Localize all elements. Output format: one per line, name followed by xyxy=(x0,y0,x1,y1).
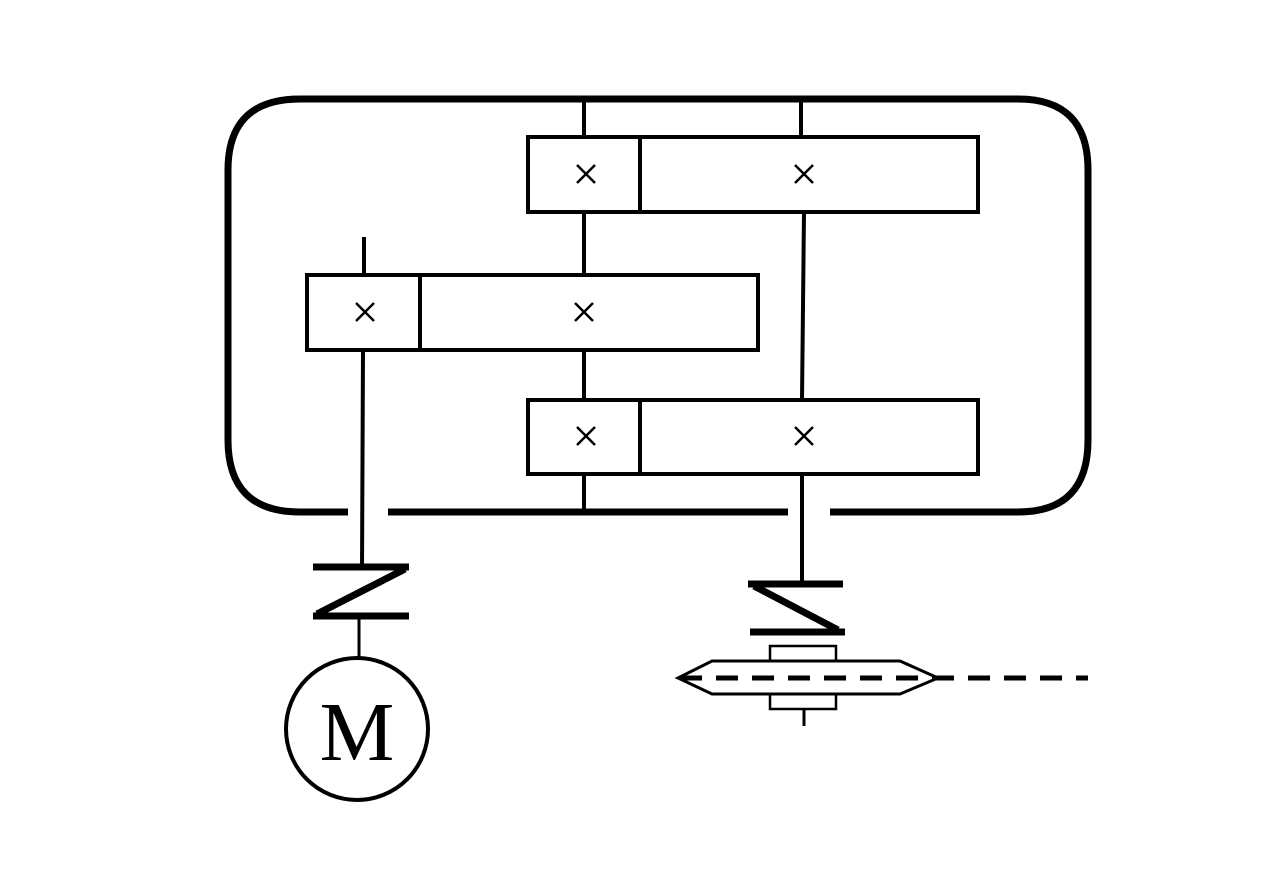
output-coupling xyxy=(748,580,845,636)
electric-motor: M xyxy=(284,656,430,802)
gearbox-housing xyxy=(224,95,1092,516)
input-coupling xyxy=(313,563,409,658)
gear-center-mark xyxy=(794,426,814,446)
gear-pair-top xyxy=(526,135,980,214)
gear-center-mark xyxy=(576,164,596,184)
chain-sprocket xyxy=(674,644,1088,726)
gear-center-mark xyxy=(794,164,814,184)
gear-pair-middle xyxy=(305,273,760,352)
motor-label: M xyxy=(320,686,395,779)
gear-center-mark xyxy=(576,426,596,446)
shaft-input xyxy=(360,237,366,571)
gear-center-mark xyxy=(355,302,375,322)
shaft-output xyxy=(799,99,806,584)
gear-pair-bottom xyxy=(526,398,980,476)
gear-center-mark xyxy=(574,302,594,322)
